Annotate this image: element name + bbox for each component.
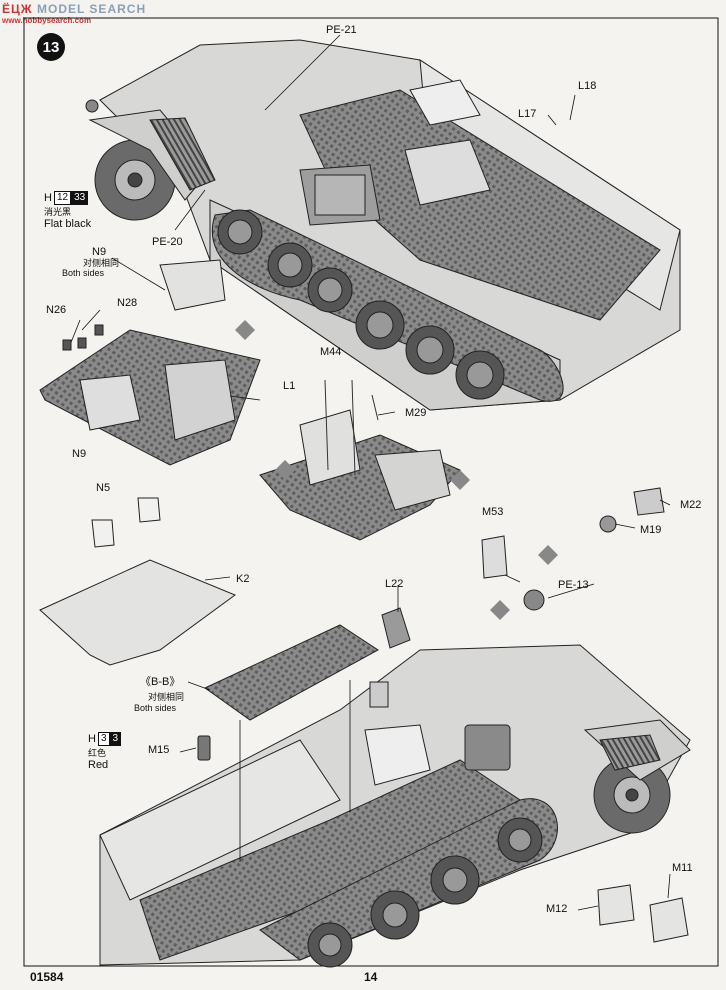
label-m11: M11	[672, 862, 693, 874]
label-bb-note-cn: 对侧相同	[148, 692, 185, 702]
paint-h-red: H	[88, 733, 96, 745]
paint-callout-red: H 3 3	[88, 732, 122, 746]
label-n5: N5	[96, 482, 111, 494]
label-bb-note-en: Both sides	[134, 703, 177, 713]
label-pe21: PE-21	[326, 24, 357, 36]
label-n9-bottom: N9	[72, 448, 87, 460]
k2-subassembly	[39, 497, 237, 666]
label-m53: M53	[482, 506, 504, 518]
label-m19: M19	[640, 524, 662, 536]
paint-h: H	[44, 192, 52, 204]
label-pe20: PE-20	[152, 236, 183, 248]
bottom-halftrack	[99, 624, 691, 968]
watermark-url: www.hobbysearch.com	[2, 16, 92, 25]
paint-callout-flat-black: H 12 33	[44, 191, 89, 205]
label-m15: M15	[148, 744, 170, 756]
step-number-badge: 13	[37, 33, 65, 61]
label-n26: N26	[46, 304, 67, 316]
label-l22: L22	[385, 578, 404, 590]
top-halftrack	[85, 39, 681, 411]
paint-code-2: 33	[71, 191, 89, 205]
l22-part	[369, 607, 411, 708]
seat-subassembly	[39, 259, 261, 466]
paint-en-red: Red	[88, 759, 109, 771]
label-k2: K2	[236, 573, 250, 585]
label-n9-note-en: Both sides	[62, 268, 105, 278]
small-parts-right	[481, 487, 665, 611]
footer-product-code: 01584	[30, 970, 64, 984]
label-m22: M22	[680, 499, 702, 511]
label-l17: L17	[518, 108, 537, 120]
label-l1: L1	[283, 380, 296, 392]
label-bb: 《B-B》	[140, 676, 181, 688]
paint-cn-red: 红色	[88, 748, 107, 758]
label-m29: M29	[405, 407, 427, 419]
paint-code-1: 12	[53, 191, 72, 205]
center-floor-subassembly	[259, 379, 461, 541]
label-l18: L18	[578, 80, 597, 92]
watermark-text-2: MODEL SEARCH	[36, 2, 147, 16]
label-n28: N28	[117, 297, 138, 309]
m15-part	[197, 735, 211, 761]
direction-arrows	[235, 320, 558, 620]
paint-en-flat-black: Flat black	[44, 218, 92, 230]
label-m12: M12	[546, 903, 568, 915]
paint-code-red-1: 3	[97, 732, 110, 746]
leader-lines-bottom	[179, 395, 671, 911]
label-n9-top: N9	[92, 246, 107, 258]
paint-cn-flat-black: 消光黑	[44, 207, 72, 217]
label-m44: M44	[320, 346, 342, 358]
footer-page-number: 14	[364, 970, 378, 984]
label-n9-note-cn: 对侧相同	[83, 258, 120, 268]
watermark: ЁЦЖ MODEL SEARCH www.hobbysearch.com	[2, 2, 146, 25]
page-frame	[23, 17, 719, 967]
label-pe13: PE-13	[558, 579, 589, 591]
paint-code-red-2: 3	[109, 732, 122, 746]
m11-m12-parts	[597, 884, 689, 943]
watermark-text-1: ЁЦЖ	[2, 2, 33, 16]
